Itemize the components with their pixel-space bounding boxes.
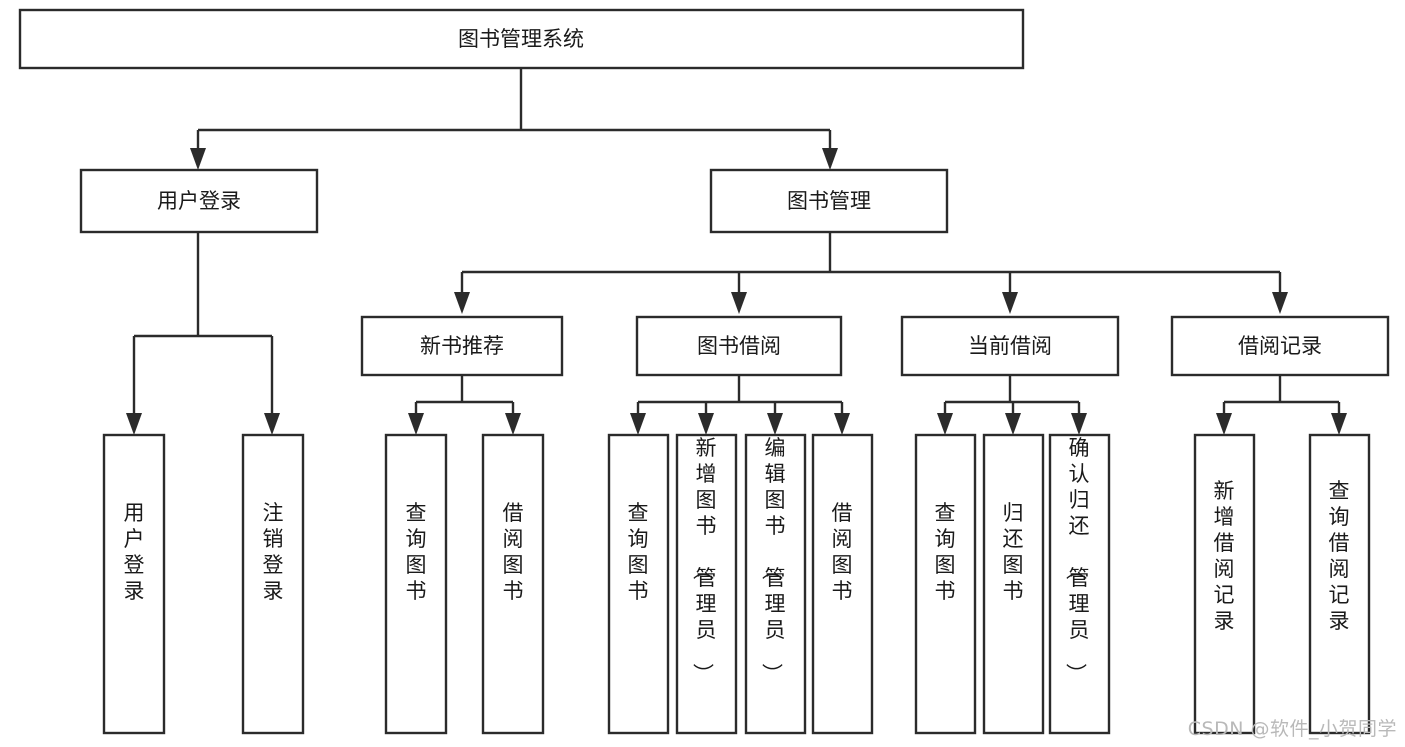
leaf-current-borrow-return-label: 归还图书 bbox=[1003, 501, 1024, 603]
leaf-current-borrow-query-label: 查询图书 bbox=[935, 501, 956, 603]
leaf-current-borrow-confirm-box bbox=[1048, 433, 1111, 735]
node-root-label: 图书管理系统 bbox=[458, 27, 584, 51]
node-book-borrow[interactable]: 图书借阅 bbox=[635, 315, 843, 377]
arrowhead-leaf-user-login bbox=[126, 413, 142, 435]
leaf-current-borrow-confirm[interactable]: 确认归还（管理员） bbox=[1048, 433, 1111, 735]
leaf-book-borrow-borrow[interactable]: 借阅图书 bbox=[811, 433, 874, 735]
leaf-book-borrow-edit-label: 编辑图书（管理员） bbox=[760, 436, 786, 684]
arrowhead-bb-leaf-2 bbox=[698, 413, 714, 435]
node-new-book-recommend[interactable]: 新书推荐 bbox=[360, 315, 564, 377]
leaf-book-borrow-query-box bbox=[607, 433, 670, 735]
arrowhead-nb-leaf-1 bbox=[408, 413, 424, 435]
leaf-book-borrow-add-label: 新增图书（管理员） bbox=[691, 436, 717, 684]
node-root-system[interactable]: 图书管理系统 bbox=[18, 8, 1025, 70]
leaf-user-login-login-box bbox=[102, 433, 166, 735]
arrowhead-borrow-record bbox=[1272, 292, 1288, 314]
arrowhead-current-borrow bbox=[1002, 292, 1018, 314]
node-current-borrow-box bbox=[900, 315, 1120, 377]
node-book-borrow-box bbox=[635, 315, 843, 377]
leaf-borrow-record-query[interactable]: 查询借阅记录 bbox=[1308, 433, 1371, 735]
arrowhead-bb-leaf-3 bbox=[767, 413, 783, 435]
arrowhead-book-borrow bbox=[731, 292, 747, 314]
node-root-box bbox=[18, 8, 1025, 70]
leaf-user-login-logout-box bbox=[241, 433, 305, 735]
arrowhead-cb-leaf-2 bbox=[1005, 413, 1021, 435]
arrowhead-cb-leaf-1 bbox=[937, 413, 953, 435]
leaf-book-borrow-query-label: 查询图书 bbox=[628, 501, 649, 603]
leaf-user-login-login-label: 用户登录 bbox=[124, 501, 145, 603]
leaf-current-borrow-return[interactable]: 归还图书 bbox=[982, 433, 1045, 735]
node-borrow-record[interactable]: 借阅记录 bbox=[1170, 315, 1390, 377]
leaf-borrow-record-query-box bbox=[1308, 433, 1371, 735]
node-book-management-label: 图书管理 bbox=[787, 189, 871, 213]
leaf-borrow-record-add[interactable]: 新增借阅记录 bbox=[1193, 433, 1256, 735]
leaf-book-borrow-edit[interactable]: 编辑图书（管理员） bbox=[744, 433, 807, 735]
node-book-borrow-label: 图书借阅 bbox=[697, 334, 781, 358]
leaf-book-borrow-add-box bbox=[675, 433, 738, 735]
leaf-current-borrow-query[interactable]: 查询图书 bbox=[914, 433, 977, 735]
arrowhead-br-leaf-2 bbox=[1331, 413, 1347, 435]
leaf-user-login-logout[interactable]: 注销登录 bbox=[241, 433, 305, 735]
leaf-book-borrow-edit-box bbox=[744, 433, 807, 735]
leaf-book-borrow-add[interactable]: 新增图书（管理员） bbox=[675, 433, 738, 735]
leaf-user-login-login[interactable]: 用户登录 bbox=[102, 433, 166, 735]
node-current-borrow-label: 当前借阅 bbox=[968, 334, 1052, 358]
node-user-login-label: 用户登录 bbox=[157, 189, 241, 213]
arrowhead-book-management bbox=[822, 148, 838, 170]
leaf-current-borrow-return-box bbox=[982, 433, 1045, 735]
leaf-new-book-query-label: 查询图书 bbox=[406, 501, 427, 603]
arrowhead-user-login bbox=[190, 148, 206, 170]
leaf-new-book-borrow-box bbox=[481, 433, 545, 735]
arrowhead-br-leaf-1 bbox=[1216, 413, 1232, 435]
leaf-book-borrow-borrow-label: 借阅图书 bbox=[832, 501, 853, 603]
node-new-book-recommend-label: 新书推荐 bbox=[420, 334, 504, 358]
node-user-login-box bbox=[79, 168, 319, 234]
arrowhead-new-book-recommend bbox=[454, 292, 470, 314]
leaf-borrow-record-add-label: 新增借阅记录 bbox=[1214, 479, 1235, 633]
edges-group bbox=[126, 68, 1347, 435]
leaf-new-book-borrow-label: 借阅图书 bbox=[503, 501, 524, 603]
leaf-book-borrow-borrow-box bbox=[811, 433, 874, 735]
leaf-book-borrow-query[interactable]: 查询图书 bbox=[607, 433, 670, 735]
leaf-borrow-record-add-box bbox=[1193, 433, 1256, 735]
node-borrow-record-box bbox=[1170, 315, 1390, 377]
leaf-new-book-query-box bbox=[384, 433, 448, 735]
node-user-login[interactable]: 用户登录 bbox=[79, 168, 319, 234]
arrowhead-bb-leaf-1 bbox=[630, 413, 646, 435]
leaf-new-book-borrow[interactable]: 借阅图书 bbox=[481, 433, 545, 735]
node-book-management[interactable]: 图书管理 bbox=[709, 168, 949, 234]
node-new-book-recommend-box bbox=[360, 315, 564, 377]
node-book-management-box bbox=[709, 168, 949, 234]
arrowhead-cb-leaf-3 bbox=[1071, 413, 1087, 435]
leaf-new-book-query[interactable]: 查询图书 bbox=[384, 433, 448, 735]
node-current-borrow[interactable]: 当前借阅 bbox=[900, 315, 1120, 377]
node-borrow-record-label: 借阅记录 bbox=[1238, 334, 1322, 358]
arrowhead-leaf-logout-login bbox=[264, 413, 280, 435]
leaf-current-borrow-query-box bbox=[914, 433, 977, 735]
arrowhead-bb-leaf-4 bbox=[834, 413, 850, 435]
arrowhead-nb-leaf-2 bbox=[505, 413, 521, 435]
leaf-current-borrow-confirm-label: 确认归还（管理员） bbox=[1064, 436, 1090, 684]
leaf-borrow-record-query-label: 查询借阅记录 bbox=[1329, 479, 1350, 633]
leaf-user-login-logout-label: 注销登录 bbox=[263, 501, 284, 603]
